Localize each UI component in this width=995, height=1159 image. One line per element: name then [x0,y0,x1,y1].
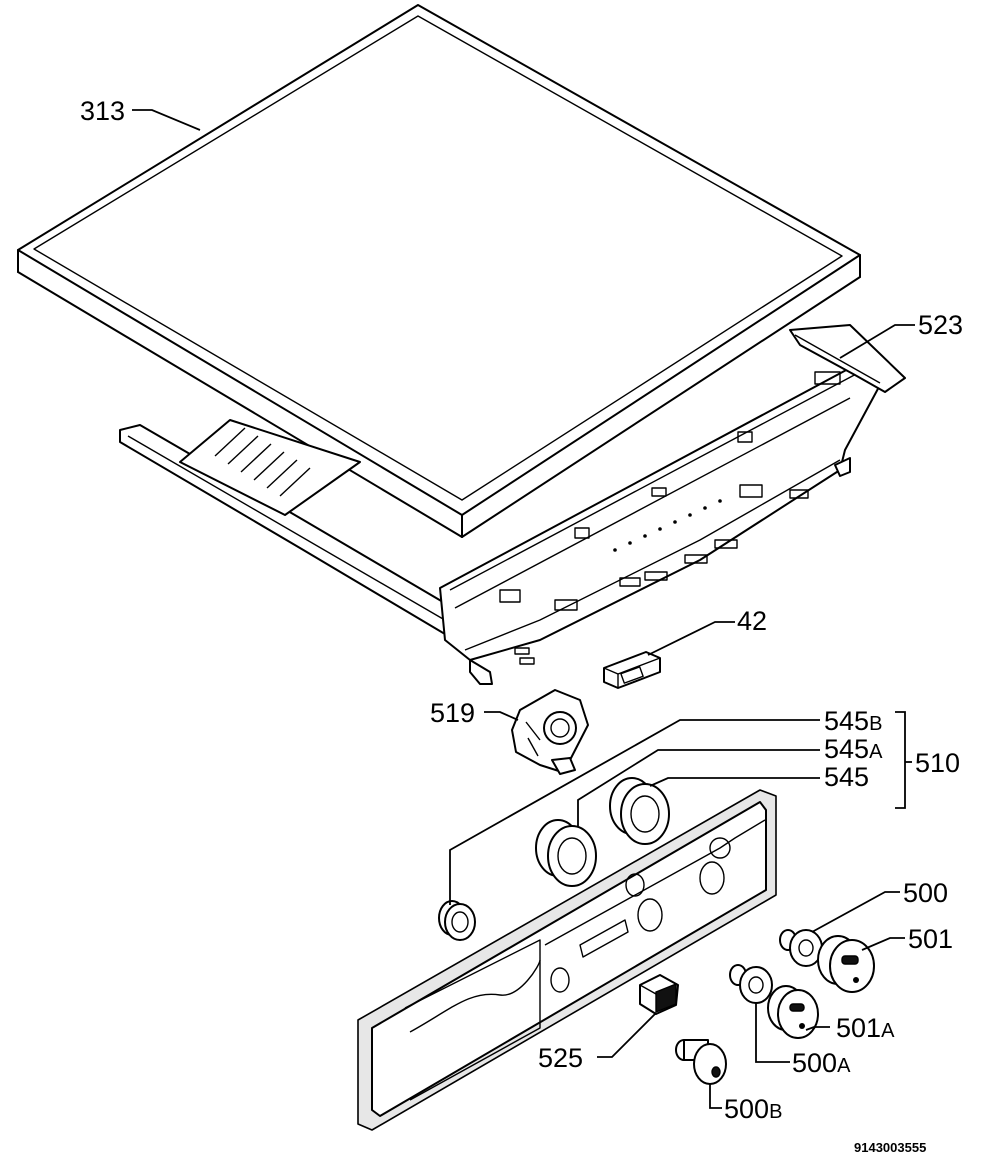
bezel-545b [438,900,476,941]
top-cover-313 [17,4,861,538]
bracket-519 [511,689,589,775]
spindle-500b [675,1039,727,1085]
part-labels: 313 523 42 519 545B 545A 545 510 500 501… [80,96,963,1155]
label-510: 510 [915,748,960,778]
label-501a: 501A [836,1013,895,1043]
spindle-500a [729,964,773,1004]
document-number: 9143003555 [854,1140,926,1155]
label-313: 313 [80,96,125,126]
switch-42 [603,651,661,689]
label-525: 525 [538,1043,583,1073]
bezel-545a [535,819,597,887]
label-545b: 545B [824,706,882,736]
bezel-545 [609,777,670,845]
label-500a: 500A [792,1048,851,1078]
label-42: 42 [737,606,767,636]
label-500: 500 [903,878,948,908]
knob-501a [767,985,819,1039]
control-panel-510 [357,789,777,1131]
label-519: 519 [430,698,475,728]
label-523: 523 [918,310,963,340]
label-545: 545 [824,762,869,792]
label-545a: 545A [824,734,883,764]
panel-frame-523 [119,324,906,685]
label-501: 501 [908,924,953,954]
leader-lines [132,109,915,1109]
switch-525 [639,974,679,1015]
knob-501 [817,935,875,993]
label-500b: 500B [724,1094,782,1124]
spindle-500 [779,929,823,967]
